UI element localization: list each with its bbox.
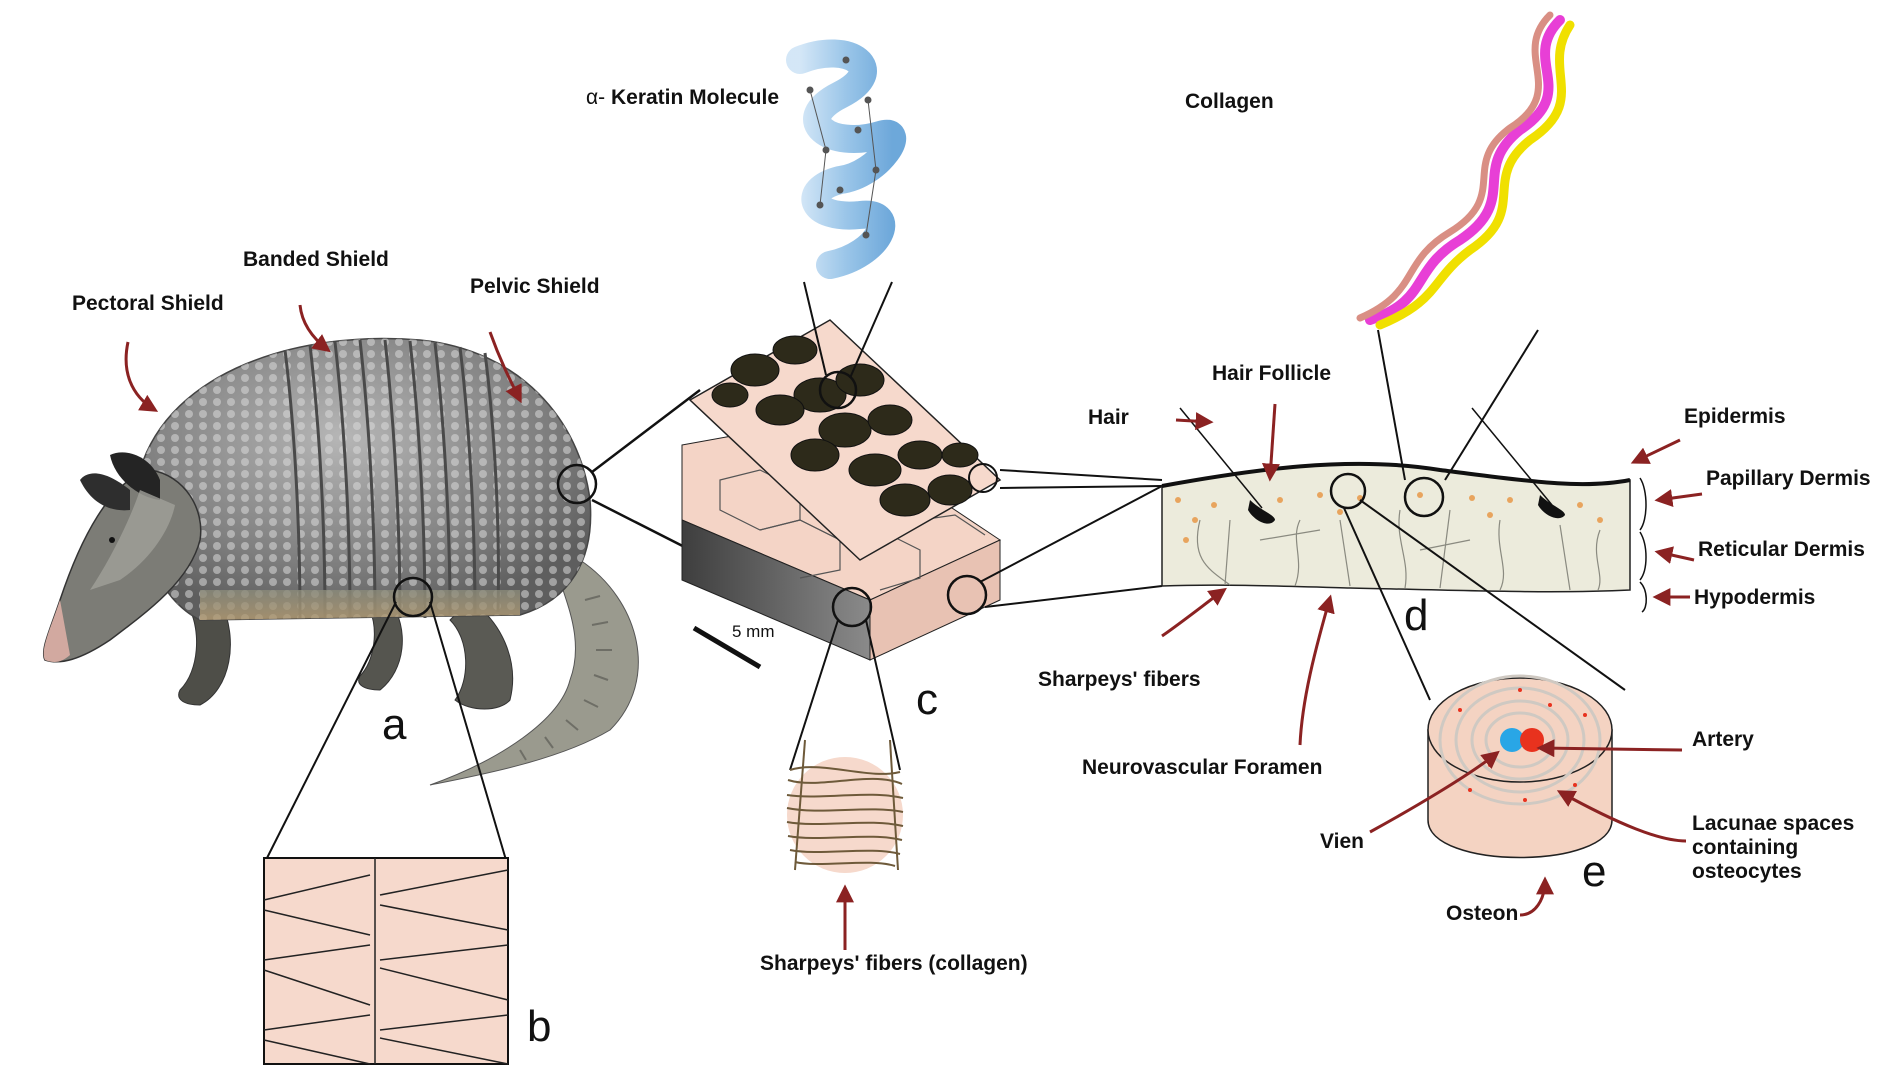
zoom-circle-shell: [556, 463, 598, 505]
panel-letter-e: e: [1582, 847, 1607, 896]
armadillo-ear-2: [110, 452, 160, 500]
panel-letter-b: b: [527, 1002, 552, 1051]
armadillo-bands: [283, 339, 500, 619]
armadillo-tail: [429, 559, 639, 786]
label-hair: Hair: [1088, 406, 1129, 429]
label-pectoral-shield: Pectoral Shield: [72, 292, 224, 315]
label-artery: Artery: [1692, 728, 1754, 751]
zoom-circle-skin: [392, 576, 434, 618]
label-reticular-dermis: Reticular Dermis: [1698, 538, 1865, 561]
label-keratin-name: Keratin Molecule: [610, 86, 780, 109]
armadillo-ear: [80, 473, 130, 511]
scale-bar: [692, 625, 762, 670]
label-pelvic-shield: Pelvic Shield: [470, 275, 600, 298]
label-collagen: Collagen: [1185, 90, 1274, 113]
armadillo-front-leg-2: [358, 599, 403, 691]
sharpeys-fibers-closeup: [786, 739, 904, 873]
panel-letter-d: d: [1404, 591, 1429, 640]
panel-c-shell-block: [681, 319, 1002, 670]
armadillo-front-leg: [178, 599, 231, 706]
label-epidermis: Epidermis: [1684, 405, 1786, 428]
panel-letter-c: c: [916, 675, 938, 724]
label-osteon: Osteon: [1446, 902, 1519, 925]
panel-letter-a: a: [382, 700, 407, 749]
label-lacunae: Lacunae spaces containing osteocytes: [1692, 812, 1855, 884]
shield-arrows: [124, 304, 522, 412]
panel-b-skin-texture: [263, 601, 509, 1065]
vein-circle: [1500, 728, 1524, 752]
armadillo-illustration: [42, 337, 639, 786]
keratin-helix: [786, 30, 907, 279]
label-hair-follicle: Hair Follicle: [1212, 362, 1332, 385]
label-keratin-prefix: α-: [586, 86, 606, 109]
collagen-helix: [1356, 11, 1575, 330]
label-vien: Vien: [1320, 830, 1364, 853]
label-papillary-dermis: Papillary Dermis: [1706, 467, 1871, 490]
armadillo-hind-leg: [449, 599, 514, 710]
label-neurovascular-foramen: Neurovascular Foramen: [1082, 756, 1323, 779]
label-scale-bar: 5 mm: [732, 622, 775, 641]
label-sharpeys-fibers: Sharpeys' fibers: [1038, 668, 1201, 691]
panel-d-skin-section: [1161, 407, 1647, 613]
label-hypodermis: Hypodermis: [1694, 586, 1816, 609]
annotation-arrows: [1161, 403, 1703, 917]
panel-e-osteon: [1427, 674, 1613, 859]
label-sharpeys-fibers-collagen: Sharpeys' fibers (collagen): [760, 952, 1028, 975]
label-banded-shield: Banded Shield: [243, 248, 389, 271]
label-keratin-molecule: α- Keratin Molecule: [586, 86, 779, 110]
